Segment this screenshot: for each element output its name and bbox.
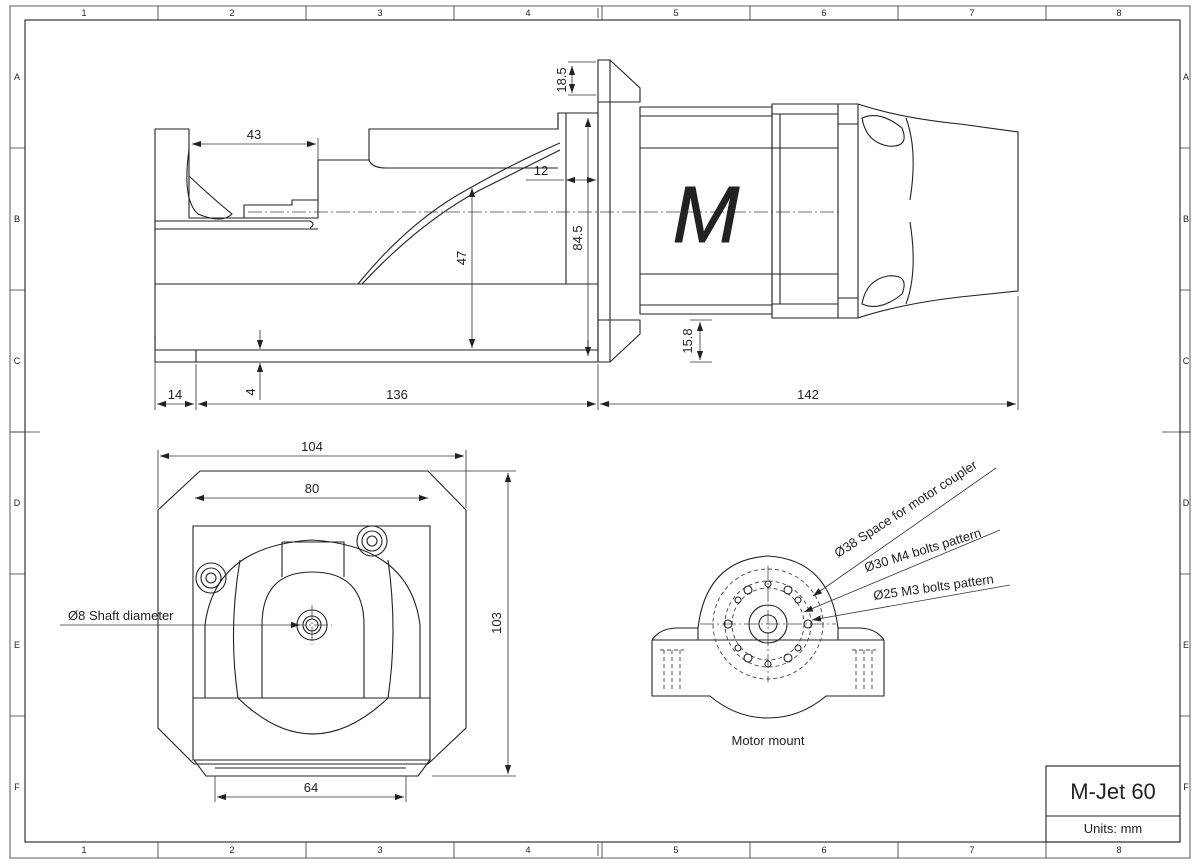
grid-row-c-left: C [14,356,21,366]
grid-col-4-top: 4 [525,8,530,18]
grid-col-3-bottom: 3 [377,845,382,855]
grid-col-1-top: 1 [81,8,86,18]
grid-col-1-bottom: 1 [81,845,86,855]
grid-labels-top: 1 2 3 4 5 6 7 8 [81,8,1121,18]
dim-bottom-chain: 14 136 142 [154,296,1019,410]
svg-text:18.5: 18.5 [554,67,569,92]
housing-logo: M [673,170,740,259]
grid-row-c-right: C [1183,356,1190,366]
units-label: Units: mm [1084,821,1143,836]
dim-18-5: 18.5 [554,61,596,96]
dim-136: 136 [386,387,408,402]
grid-col-8-top: 8 [1116,8,1121,18]
grid-labels-right: A B C D E F [1183,72,1190,792]
grid-col-7-bottom: 7 [969,845,974,855]
dim-80: 80 [195,481,428,502]
dim-4: 4 [243,330,264,400]
grid-row-d-right: D [1183,498,1190,508]
dim-104: 104 [157,439,467,508]
grid-col-7-top: 7 [969,8,974,18]
front-bottom-plate [192,759,432,777]
shaft-diameter-callout: Ø8 Shaft diameter [68,608,174,623]
dim-14: 14 [168,387,182,402]
grid-row-d-left: D [14,498,21,508]
grid-row-b-left: B [14,214,20,224]
intake-body-outline [154,112,599,363]
svg-text:12: 12 [534,163,548,178]
grid-row-e-right: E [1183,640,1189,650]
svg-text:84.5: 84.5 [570,225,585,250]
grid-col-4-bottom: 4 [525,845,530,855]
stator-block [771,103,839,319]
intake-bottom-lip [154,336,598,362]
grid-col-5-bottom: 5 [673,845,678,855]
svg-text:103: 103 [489,612,504,634]
svg-text:104: 104 [301,439,323,454]
motor-mount-caption: Motor mount [732,733,805,748]
nozzle-cone [838,103,1019,319]
front-outer-outline [157,470,467,765]
svg-text:80: 80 [305,481,319,496]
drawing-title: M-Jet 60 [1070,779,1156,804]
grid-labels-left: A B C D E F [14,72,21,792]
intake-inlet-curve [186,149,233,220]
pump-flange [597,59,641,363]
svg-text:64: 64 [304,780,318,795]
front-view: Ø8 Shaft diameter 104 80 103 64 [60,439,516,802]
svg-text:15.8: 15.8 [680,328,695,353]
intake-step-detail [368,159,558,169]
dim-12: 12 [526,163,596,184]
grid-labels-bottom: 1 2 3 4 5 6 7 8 [81,845,1121,855]
motor-mount-view: Ø38 Space for motor coupler Ø30 M4 bolts… [651,457,1011,748]
grid-row-a-right: A [1183,72,1189,82]
title-block: M-Jet 60 Units: mm [1045,765,1181,843]
intake-floor-lines [155,220,318,230]
front-bolt-ring-left [195,562,227,594]
front-bolt-ring-right [356,525,388,557]
grid-row-b-right: B [1183,214,1189,224]
dim-142: 142 [797,387,819,402]
grid-row-f-right: F [1183,782,1189,792]
dim-15-8: 15.8 [680,319,712,363]
dim-47: 47 [454,188,476,348]
dim-103: 103 [430,470,516,777]
grid-col-8-bottom: 8 [1116,845,1121,855]
dim-84-5: 84.5 [570,118,592,356]
side-view: M 18.5 43 12 84.5 [154,59,1019,410]
svg-text:4: 4 [243,388,258,395]
dim-64: 64 [214,776,407,802]
grid-col-6-bottom: 6 [821,845,826,855]
intake-ramp-steps [243,199,318,218]
front-inner-frame [192,525,431,761]
grid-col-2-top: 2 [229,8,234,18]
front-u-cavity [261,571,365,698]
grid-row-a-left: A [14,72,20,82]
dim-43: 43 [192,127,319,160]
grid-col-5-top: 5 [673,8,678,18]
m3-bolt-holes [734,580,802,668]
grid-row-f-left: F [14,782,20,792]
grid-col-2-bottom: 2 [229,845,234,855]
grid-col-6-top: 6 [821,8,826,18]
svg-text:43: 43 [247,127,261,142]
m4-bolt-holes [723,585,813,663]
grid-row-e-left: E [14,640,20,650]
svg-text:47: 47 [454,251,469,265]
sheet-frame [9,5,1191,859]
grid-col-3-top: 3 [377,8,382,18]
